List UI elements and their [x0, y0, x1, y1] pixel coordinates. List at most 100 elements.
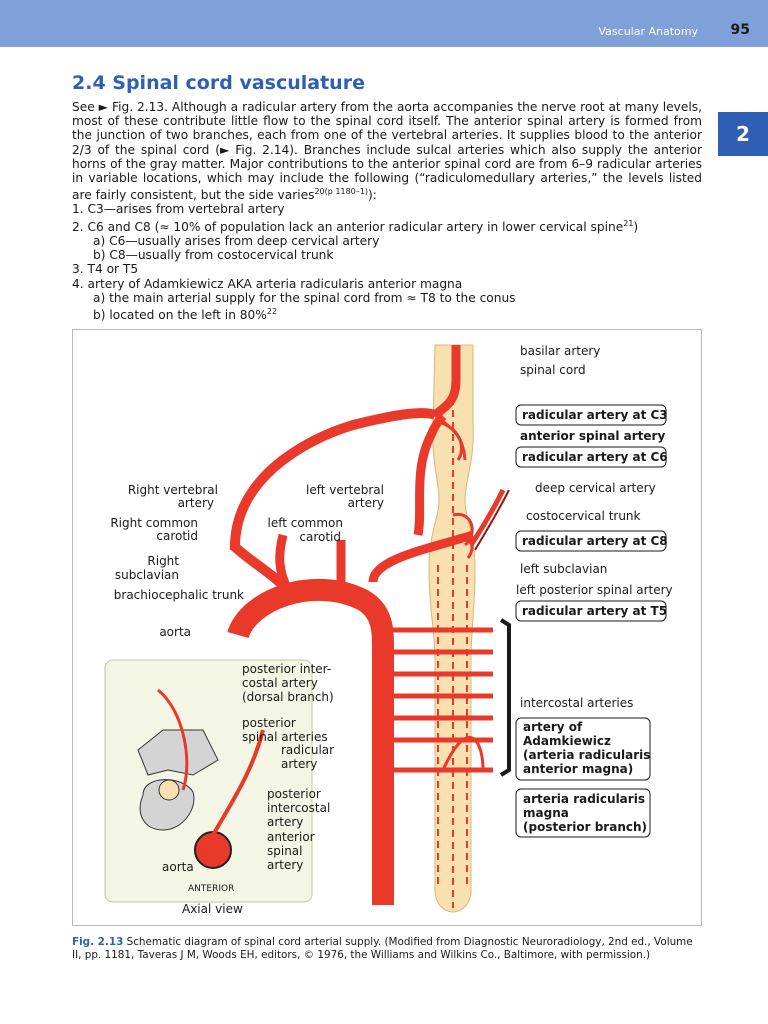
label-intercostal: intercostal arteries	[520, 696, 633, 710]
label-adamkiewicz: anterior magna)	[523, 762, 633, 776]
reference[interactable]: 21	[623, 218, 634, 228]
label-posterior-intercostal: costal artery	[242, 676, 318, 690]
label-right-vertebral: artery	[178, 496, 214, 510]
list-subitem: a) the main arterial supply for the spin…	[93, 290, 516, 305]
header-bar	[0, 0, 768, 47]
label-right-common-carotid: carotid	[156, 529, 198, 543]
paragraph-text: Fig. 2.14). Branches include sulcal arte…	[72, 142, 702, 203]
label-left-posterior-spinal: left posterior spinal artery	[516, 583, 673, 597]
label-radicular-c3: radicular artery at C3	[522, 408, 668, 422]
deep-cervical-artery	[468, 488, 506, 547]
caption-text: Schematic diagram of spinal cord arteria…	[72, 936, 693, 961]
label-posterior-spinal: posterior	[242, 716, 296, 730]
figure-caption: Fig. 2.13 Schematic diagram of spinal co…	[72, 936, 702, 962]
label-radicular: artery	[281, 757, 317, 771]
axial-inset	[104, 659, 313, 903]
inset-intercostal	[211, 729, 265, 836]
basilar-artery	[432, 345, 461, 419]
fig-link-arrow[interactable]: ►	[98, 100, 109, 114]
label-inset-anterior-spinal: artery	[267, 858, 303, 872]
label-arteria-radicularis-magna: (posterior branch)	[523, 820, 647, 834]
label-basilar-artery: basilar artery	[520, 344, 600, 358]
label-axial-view: Axial view	[182, 902, 243, 916]
label-spinal-cord: spinal cord	[520, 363, 586, 377]
inset-aorta	[194, 831, 232, 869]
vertebra-lamina	[137, 729, 219, 776]
see-text: See	[72, 100, 99, 114]
left-subclavian	[368, 530, 475, 583]
paragraph-text: Fig. 2.13. Although a radicular artery f…	[72, 100, 702, 157]
adamkiewicz-loop	[441, 736, 485, 771]
paragraph-text: ):	[367, 188, 377, 203]
cord-section	[158, 779, 180, 801]
label-aorta: aorta	[159, 625, 191, 639]
aortic-arch	[227, 578, 394, 905]
fig-link-arrow[interactable]: ►	[220, 142, 230, 157]
label-left-common-carotid: carotid	[299, 530, 341, 544]
label-deep-cervical: deep cervical artery	[535, 481, 656, 495]
label-radicular: radicular	[281, 743, 334, 757]
reference[interactable]: 22	[266, 306, 278, 316]
running-header: Vascular Anatomy	[598, 25, 698, 38]
label-posterior-spinal: spinal arteries	[242, 730, 328, 744]
right-vertebral-artery	[229, 408, 437, 551]
page-number: 95	[730, 22, 750, 38]
label-posterior-intercostal: (dorsal branch)	[242, 690, 334, 704]
list-item: 1. C3—arises from vertebral artery	[72, 202, 285, 217]
label-post-intercostal: posterior	[267, 787, 321, 801]
label-adamkiewicz: artery of	[523, 720, 583, 734]
label-radicular-c8: radicular artery at C8	[522, 534, 668, 548]
label-right-subclavian: Right	[147, 554, 179, 568]
left-vertebral-artery	[413, 412, 447, 536]
list-item-text: b) located on the left in 80%	[93, 308, 267, 323]
intercostal-bracket	[499, 618, 511, 777]
label-right-common-carotid: Right common	[110, 516, 198, 530]
label-box	[515, 717, 651, 781]
vertebra-body	[139, 779, 195, 831]
section-title: 2.4 Spinal cord vasculature	[72, 72, 365, 94]
list-subitem: b) located on the left in 80%22	[72, 305, 702, 322]
right-common-carotid	[275, 533, 293, 593]
label-radicular-t5: radicular artery at T5	[522, 604, 667, 618]
label-adamkiewicz: (arteria radicularis	[523, 748, 650, 762]
list-item: 4. artery of Adamkiewicz AKA arteria rad…	[72, 276, 463, 291]
label-post-intercostal: artery	[267, 815, 303, 829]
label-left-vertebral: artery	[348, 496, 384, 510]
radicular-c6-loop	[452, 512, 474, 547]
label-inset-anterior-spinal: spinal	[267, 844, 303, 858]
caption-label: Fig. 2.13	[72, 936, 124, 948]
label-box	[515, 530, 667, 552]
chapter-tab[interactable]: 2	[718, 112, 768, 156]
list-item: 2. C6 and C8 (≈ 10% of population lack a…	[72, 217, 702, 234]
label-anterior-spinal-artery: anterior spinal artery	[520, 429, 665, 443]
body-text: See ► Fig. 2.13. Although a radicular ar…	[72, 100, 702, 322]
figure-2-13: basilar artery spinal cord radicular art…	[72, 329, 702, 926]
inset-dorsal-branch	[157, 688, 189, 791]
reference[interactable]: 20(p 1180–1)	[314, 187, 368, 197]
list-subitem: b) C8—usually from costocervical trunk	[93, 248, 334, 263]
label-arteria-radicularis-magna: arteria radicularis	[523, 792, 645, 806]
label-box	[515, 600, 667, 622]
label-radicular-c6: radicular artery at C6	[522, 450, 668, 464]
radicular-c3-loop	[438, 420, 463, 461]
label-right-subclavian: subclavian	[115, 568, 179, 582]
label-posterior-intercostal: posterior inter-	[242, 662, 331, 676]
intro-paragraph: See ► Fig. 2.13. Although a radicular ar…	[72, 100, 702, 202]
label-costocervical: costocervical trunk	[526, 509, 641, 523]
label-inset-aorta: aorta	[162, 860, 194, 874]
label-inset-anterior-spinal: anterior	[267, 830, 315, 844]
label-box	[515, 404, 667, 426]
label-box	[515, 788, 651, 838]
costocervical-trunk	[474, 489, 510, 551]
spinal-vasculature-diagram: basilar artery spinal cord radicular art…	[104, 344, 673, 916]
label-arteria-radicularis-magna: magna	[523, 806, 569, 820]
label-left-subclavian: left subclavian	[520, 562, 607, 576]
label-right-vertebral: Right vertebral	[128, 483, 218, 497]
label-adamkiewicz: Adamkiewicz	[523, 734, 611, 748]
list-item: 3. T4 or T5	[72, 262, 139, 277]
label-box	[515, 446, 667, 468]
label-left-common-carotid: left common	[267, 516, 343, 530]
label-anterior: ANTERIOR	[188, 884, 234, 894]
label-left-vertebral: left vertebral	[306, 483, 384, 497]
label-brachiocephalic: brachiocephalic trunk	[114, 588, 244, 602]
